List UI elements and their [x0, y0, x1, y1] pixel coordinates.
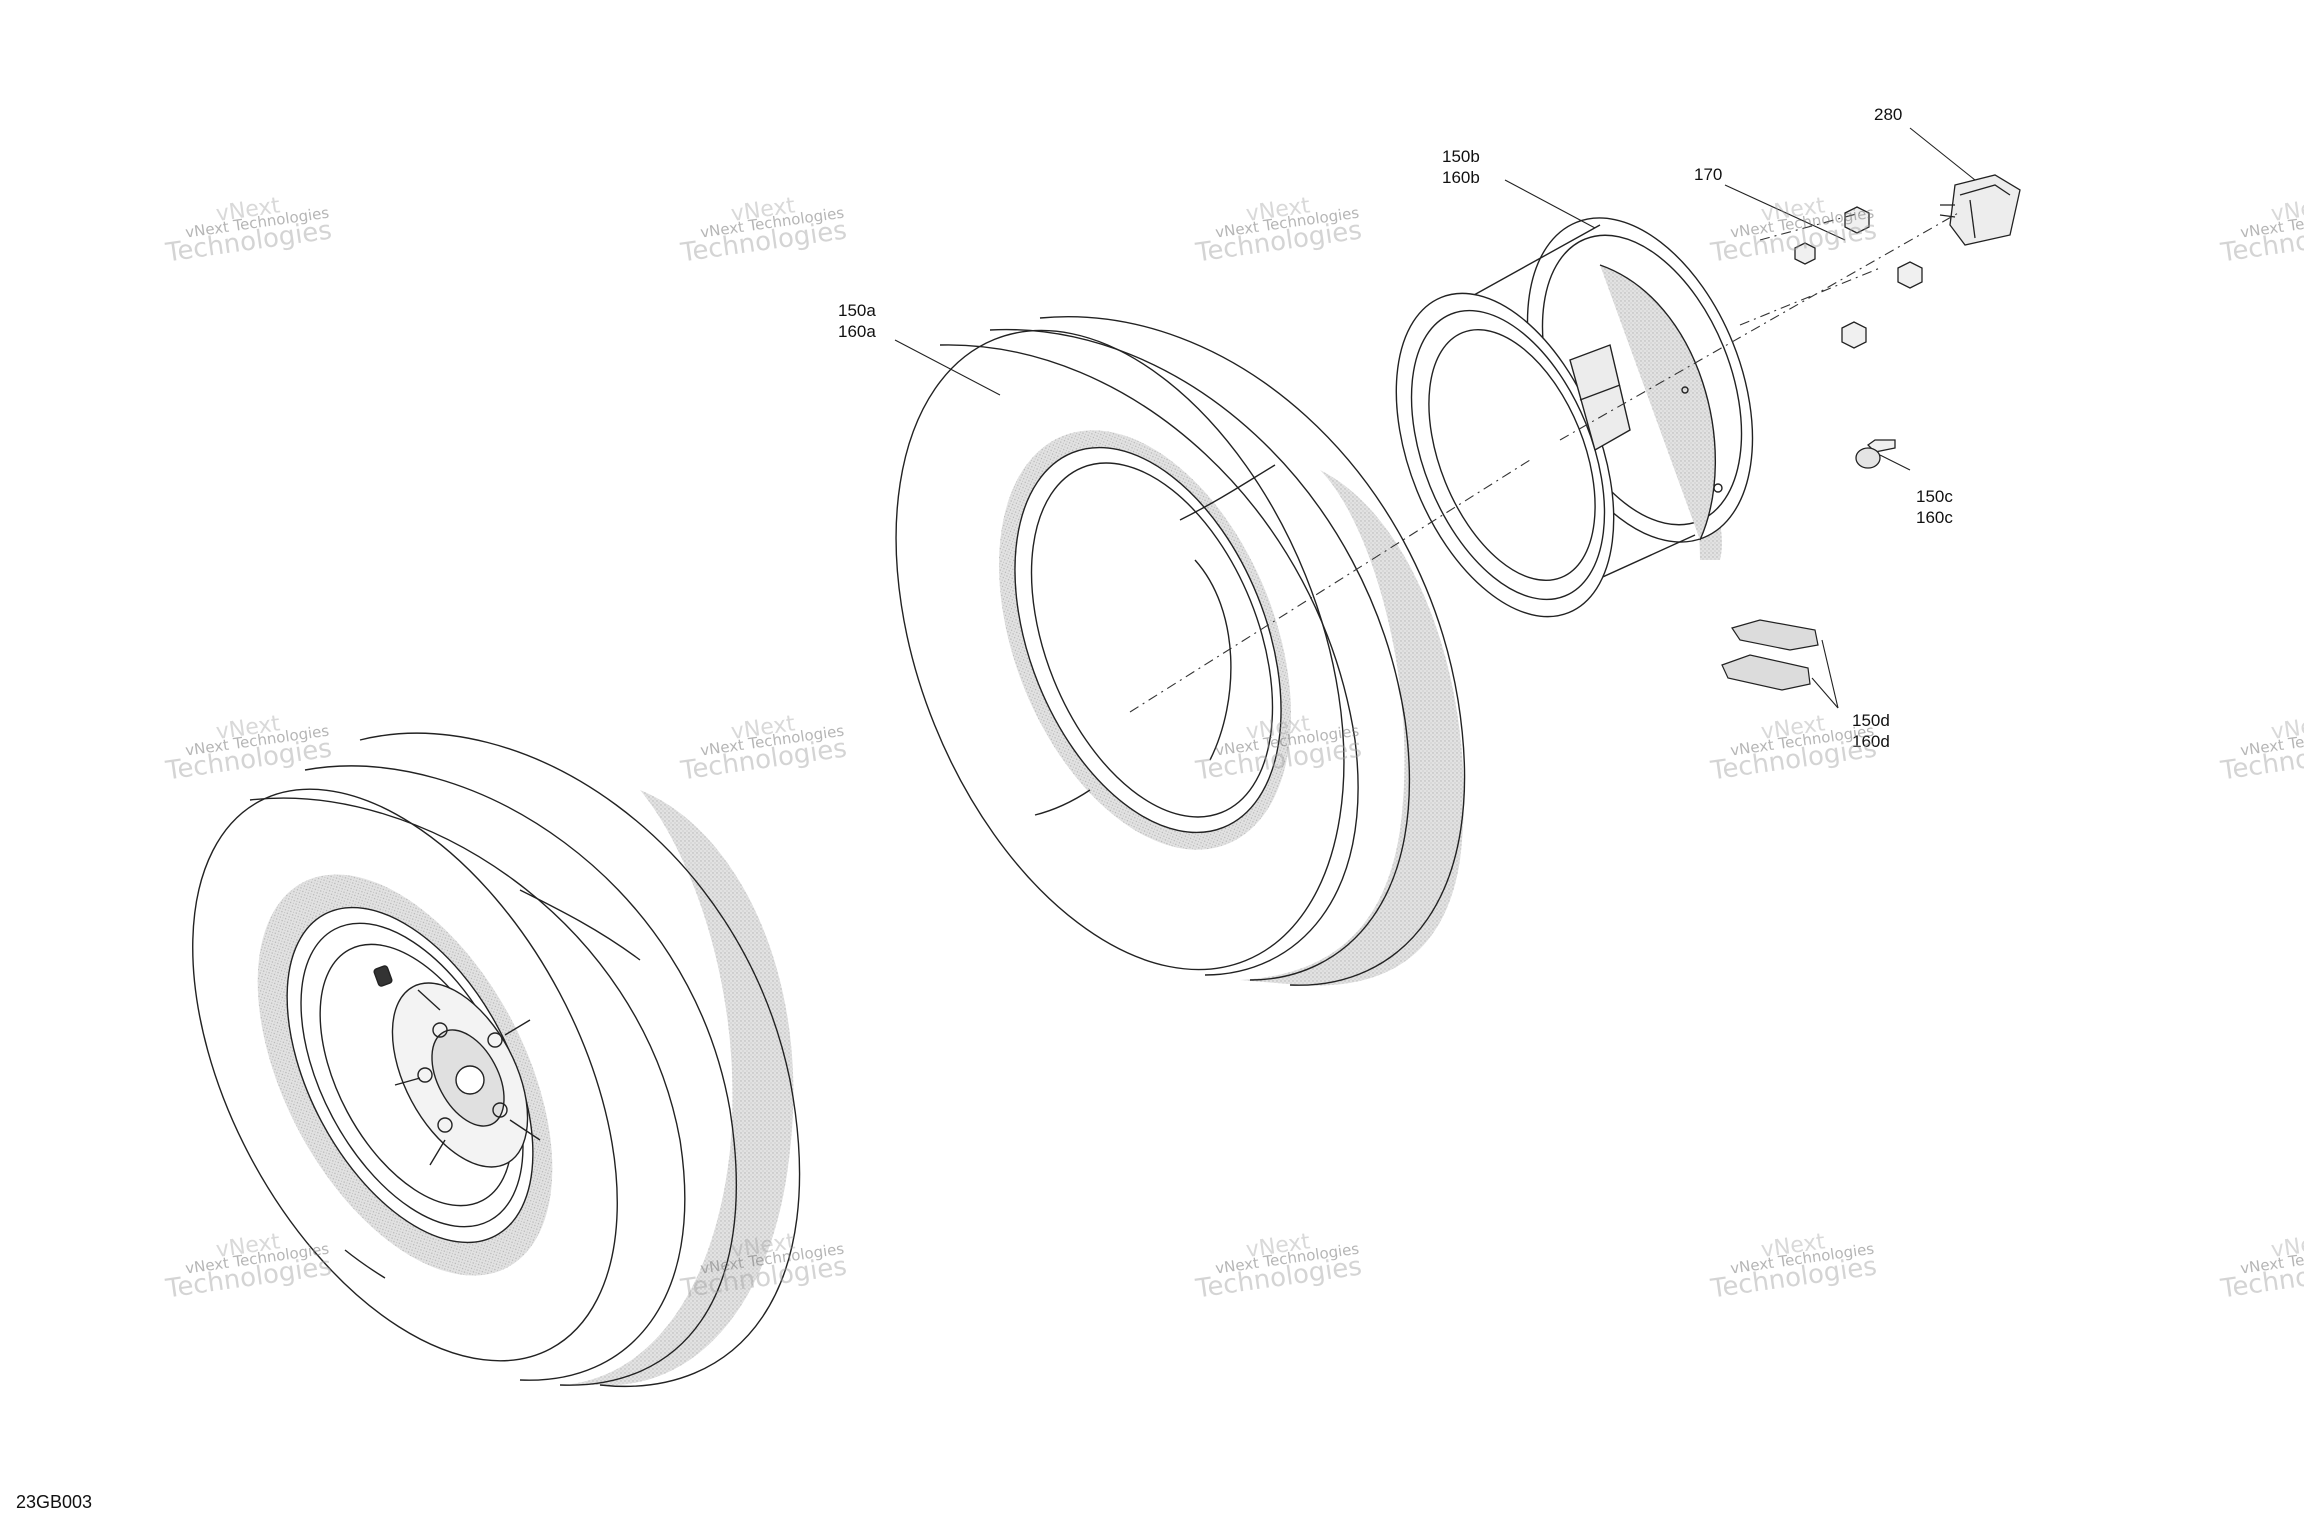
callout-280: 280	[1874, 105, 1903, 124]
callout-170: 170	[1694, 165, 1723, 184]
lug-nuts-170	[1794, 206, 1923, 349]
valve-stem-150c	[1855, 439, 1896, 469]
tire-150a	[895, 316, 1466, 986]
callout-leaders	[894, 127, 1976, 709]
drawing-number: 23GB003	[16, 1492, 93, 1512]
assembled-wheel	[192, 732, 801, 1387]
balance-weights-150d	[1721, 619, 1819, 691]
rim-150b	[1395, 217, 1754, 618]
assembly-axis-lines	[1129, 211, 1961, 713]
hub-cap-280	[1939, 174, 2021, 246]
